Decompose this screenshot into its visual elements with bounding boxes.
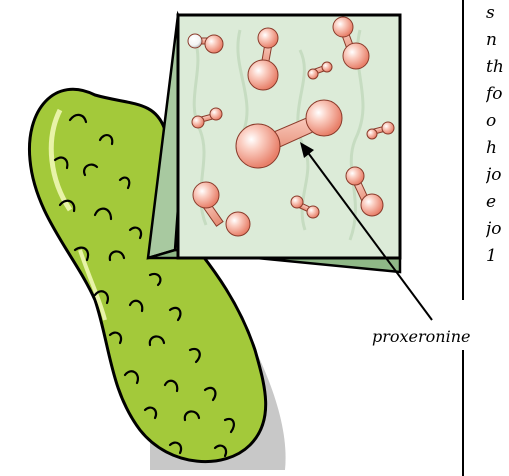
side-text-line: 1 — [486, 243, 509, 270]
side-text-line: o — [486, 108, 509, 135]
side-text-line: n — [486, 27, 509, 54]
side-text-line: s — [486, 0, 509, 27]
text-column-divider-lower — [462, 350, 464, 476]
side-text-line: fo — [486, 81, 509, 108]
side-text-line: th — [486, 54, 509, 81]
side-text-line: jo — [486, 216, 509, 243]
side-text-column: s n th fo o h jo e jo 1 — [486, 0, 509, 270]
proxeronine-label: proxeronine — [372, 327, 471, 346]
side-text-line: e — [486, 189, 509, 216]
side-text-line: jo — [486, 162, 509, 189]
text-column-divider — [462, 0, 464, 300]
side-text-line: h — [486, 135, 509, 162]
